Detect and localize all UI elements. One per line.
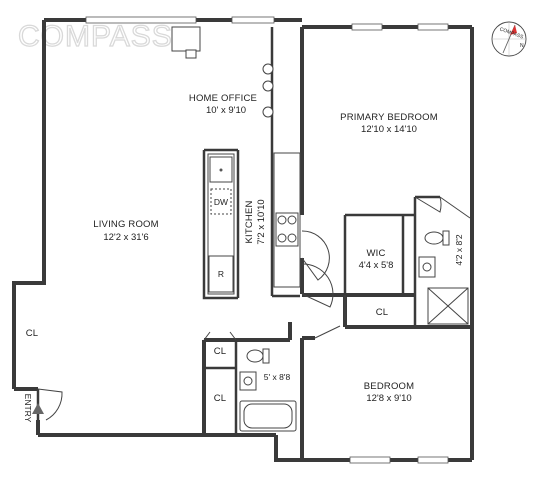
hall-closet-label-2: CL [214,393,227,404]
wic-size: 4'4 x 5'8 [359,260,394,271]
kitchen-label: KITCHEN [244,200,255,243]
bar-stool-icon [262,106,274,118]
compass-label: COMPASS [499,26,525,40]
doors [37,196,471,421]
living-room-size: 12'2 x 31'6 [103,232,148,243]
wic-label: WIC [366,248,385,259]
bar-stool-icon [262,63,274,75]
dishwasher-icon [210,188,232,215]
compass-north-label: N [520,43,524,49]
primary-bedroom-size: 12'10 x 14'10 [361,124,417,135]
kitchen-fixtures [207,63,301,295]
hall-closet-label-1: CL [214,346,227,357]
bedroom-label: BEDROOM [364,381,415,392]
kitchen-size: 7'2 x 10'10 [256,199,267,244]
hall-bath-fixtures [239,348,297,432]
windows [85,16,449,464]
bath-sink-icon [418,256,436,278]
compass-rose-icon: COMPASS N [491,21,527,57]
refrigerator-icon [208,255,234,293]
entry-label: ENTRY [23,394,33,423]
living-closet-label: CL [26,328,39,339]
stove-icon [275,212,299,247]
toilet-icon [424,231,444,245]
living-room-label: LIVING ROOM [93,219,159,230]
primary-bath-size: 4'2 x 8'2 [454,234,464,265]
toilet-icon [246,349,264,363]
room-labels: HOME OFFICE 10' x 9'10 PRIMARY BEDROOM 1… [23,93,464,423]
refrigerator-label: R [218,269,224,279]
hall-bath-size: 5' x 8'8 [264,372,291,382]
desk-icon [171,26,201,59]
entry-arrow-icon [32,403,44,414]
primary-bath-fixtures [418,230,469,325]
primary-bedroom-label: PRIMARY BEDROOM [340,112,438,123]
home-office-label: HOME OFFICE [189,93,257,104]
bar-stool-icon [262,80,274,92]
corridor-closet-label: CL [376,307,389,318]
dishwasher-label: DW [214,197,228,207]
bath-sink-icon [239,371,257,391]
compass-logo: COMPASS [18,20,173,53]
home-office-size: 10' x 9'10 [206,105,246,116]
bedroom-size: 12'8 x 9'10 [366,393,411,404]
